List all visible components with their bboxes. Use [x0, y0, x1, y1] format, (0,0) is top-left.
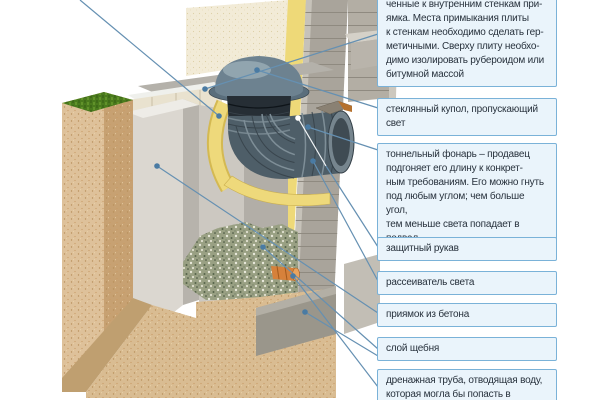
callout-glass-dome: стеклянный купол, пропускающий свет	[377, 98, 557, 136]
callout-light-diffuser: рассеиватель света	[377, 271, 557, 295]
leader-lines	[79, 0, 379, 388]
callout-concrete-pit: приямок из бетона	[377, 303, 557, 327]
callout-gravel-layer: слой щебня	[377, 337, 557, 361]
callout-protective-sleeve: защитный рукав	[377, 237, 557, 261]
grass-top	[62, 92, 133, 112]
callout-plate-sealing: ченные к внутренним стенкам при- ямка. М…	[377, 0, 557, 87]
leader-dots	[154, 67, 316, 315]
callout-drainage-pipe: дренажная труба, отводящая воду, которая…	[377, 369, 557, 400]
callout-tunnel-light: тоннельный фонарь – продавец подгоняет е…	[377, 143, 557, 251]
gravel-fill	[183, 222, 298, 300]
light-tunnel-duct	[227, 100, 355, 180]
soil-mass	[62, 92, 336, 398]
basement-floor-pad	[344, 254, 380, 334]
